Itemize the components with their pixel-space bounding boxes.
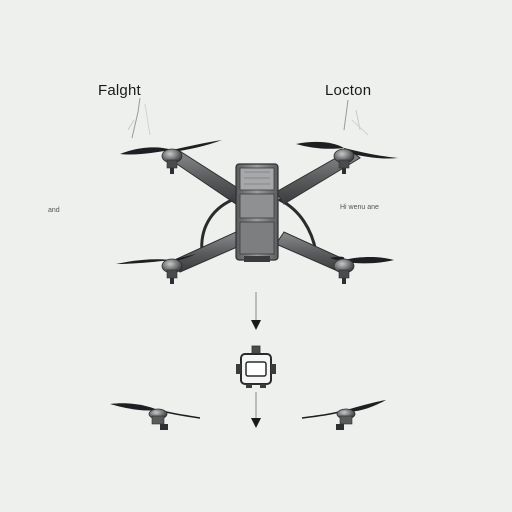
propeller-icon [110,403,200,430]
down-arrow-icon [251,292,261,330]
propeller-icon [302,400,386,430]
propeller-front-right [296,142,398,174]
camera-module-icon [236,346,276,388]
down-arrow-icon [251,392,261,428]
drone-body [236,164,278,262]
leader-lines [128,98,368,138]
propeller-rear-right [330,257,394,284]
